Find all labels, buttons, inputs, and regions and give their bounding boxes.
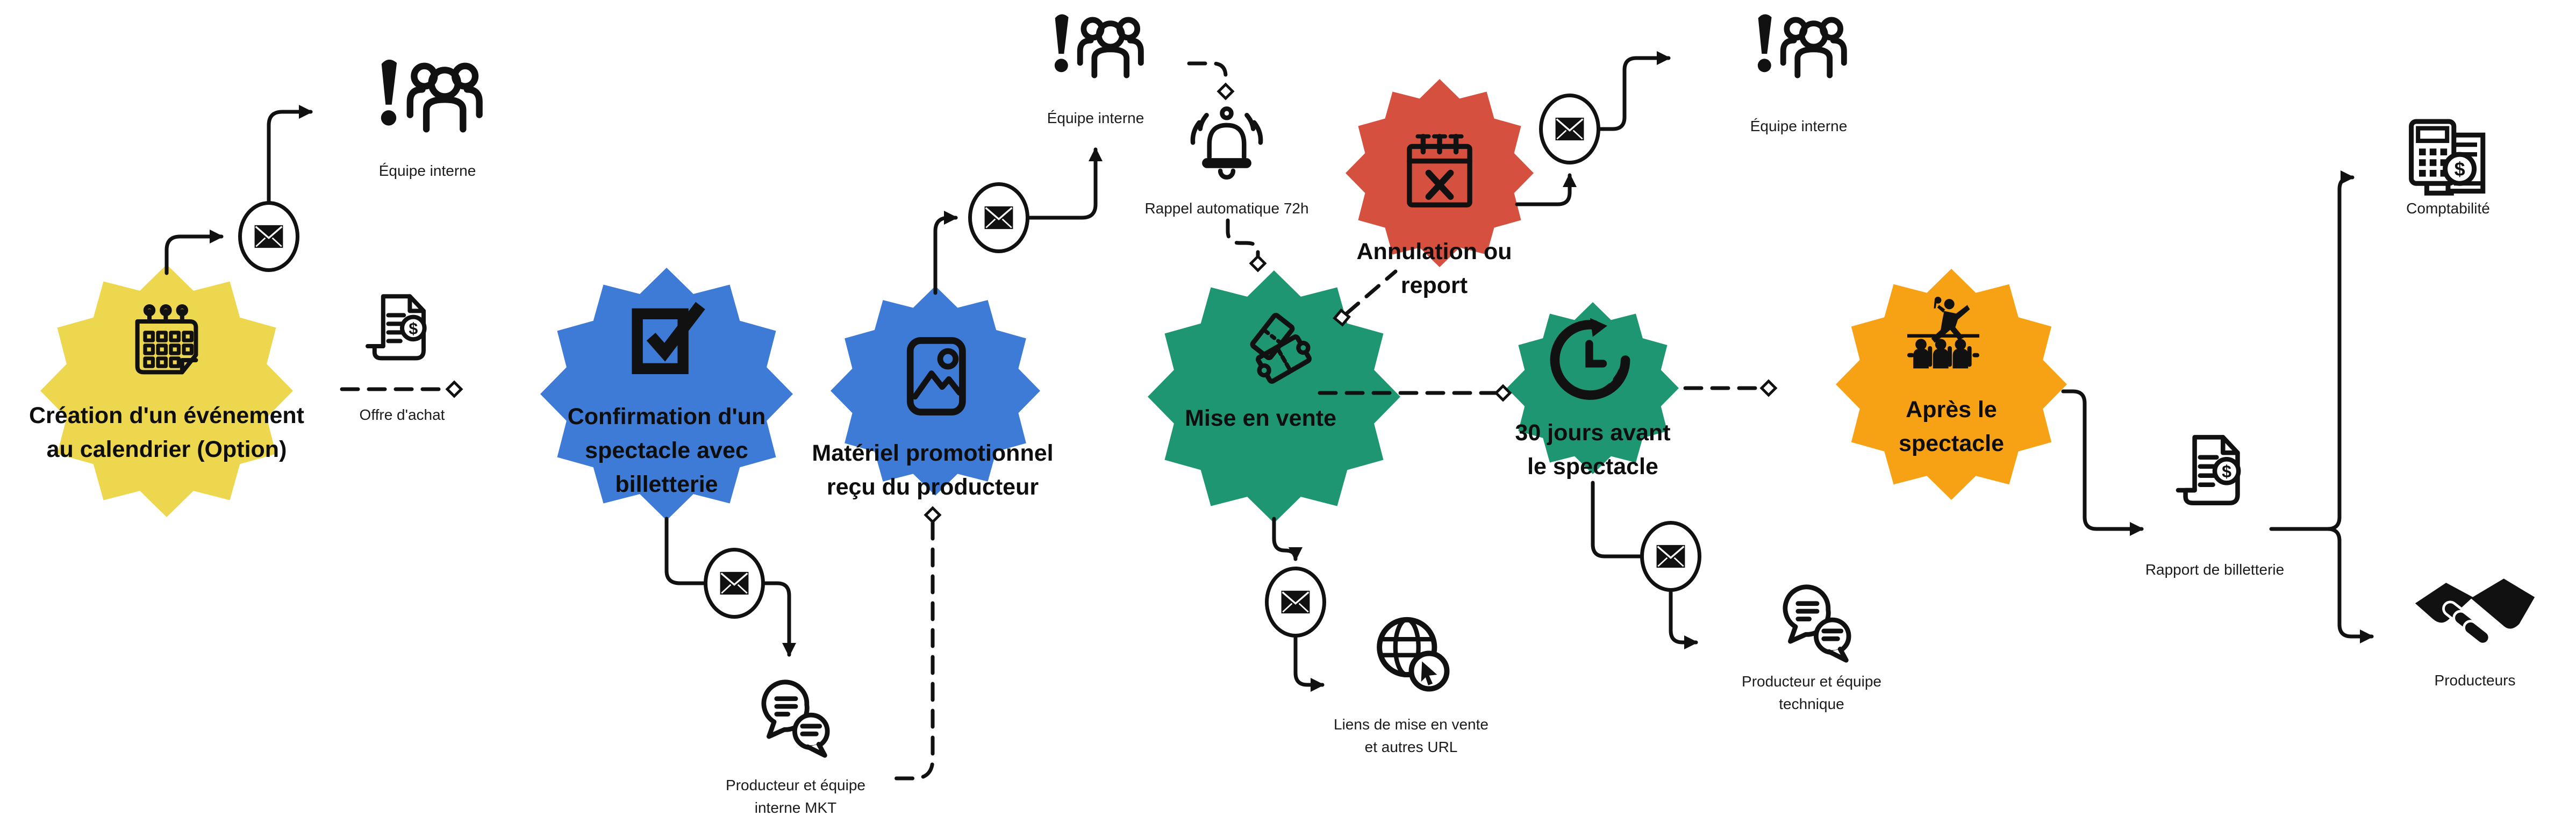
connector-annulation-callout	[1344, 269, 1398, 316]
handshake-icon	[2413, 576, 2537, 654]
label-equipe-interne-3: Équipe interne	[1750, 118, 1848, 134]
connector-rappel-vente	[1226, 218, 1260, 258]
chat-bubbles-icon	[1774, 579, 1860, 663]
promo-image-icon	[887, 328, 984, 425]
checkbox-icon	[621, 292, 712, 383]
email-badge	[238, 201, 299, 272]
label-rappel-automatique: Rappel automatique 72h	[1144, 200, 1309, 217]
diamond-end	[1494, 384, 1512, 402]
square-end	[1333, 308, 1351, 327]
connector-annulation-email	[1515, 173, 1577, 206]
concert-icon	[1900, 293, 1986, 374]
node-annulation	[1346, 79, 1534, 267]
tickets-icon	[1242, 309, 1322, 390]
label-producteurs: Producteurs	[2434, 672, 2516, 689]
svg-text:$: $	[2455, 158, 2465, 180]
connector-confirmation-email	[664, 517, 706, 585]
bell-icon	[1181, 101, 1272, 192]
email-badge	[1539, 94, 1600, 164]
label-equipe-interne-2: Équipe interne	[1047, 110, 1144, 126]
purchase-offer-icon: $	[359, 286, 445, 372]
connector-email-mkt	[763, 581, 796, 657]
label-equipe-interne-1: Équipe interne	[378, 162, 476, 179]
diamond-end	[1249, 254, 1267, 273]
connector-rapport-comptabilite	[2269, 170, 2355, 531]
label-comptabilite: Comptabilité	[2406, 200, 2490, 217]
alert-team-icon	[371, 54, 484, 151]
label-offre-achat: Offre d'achat	[359, 406, 445, 423]
web-links-icon	[1367, 609, 1456, 698]
connector-materiel-email	[933, 211, 958, 295]
calendar-x-icon	[1394, 126, 1485, 218]
node-label-mise-en-vente: Mise en vente	[1185, 405, 1336, 431]
billing-report-icon: $	[2169, 426, 2260, 518]
calendar-icon	[124, 300, 210, 386]
email-badge	[1265, 567, 1326, 638]
connector-rappel-top	[1187, 61, 1228, 86]
alert-team-icon	[1749, 9, 1848, 94]
svg-text:$: $	[409, 320, 418, 338]
clock-countdown-icon	[1547, 317, 1633, 403]
connector-vente-email	[1272, 517, 1303, 561]
connector-email-liens	[1293, 635, 1325, 692]
connector-materiel-mkt	[884, 520, 935, 781]
chat-bubbles-icon	[753, 675, 839, 758]
connector-email-equipe2	[1027, 147, 1103, 220]
diamond-end	[1759, 379, 1778, 397]
connector-email-technique	[1669, 590, 1698, 649]
node-materiel	[831, 286, 1040, 496]
email-badge	[1640, 521, 1701, 592]
diamond-end	[924, 506, 942, 524]
connector-trente-email	[1591, 481, 1643, 559]
connector-email-equipe3	[1598, 51, 1671, 131]
accounting-icon: $	[2400, 112, 2496, 209]
alert-team-icon	[1046, 9, 1145, 94]
diamond-end	[1217, 82, 1235, 101]
svg-text:$: $	[2222, 462, 2231, 481]
connector-email-equipe1	[267, 105, 313, 204]
connector-rapport-producteurs	[2325, 527, 2374, 643]
diamond-end	[445, 380, 463, 398]
node-mise-en-vente	[1148, 270, 1400, 523]
connector-apres-rapport	[2061, 389, 2144, 536]
connector-creation-email	[164, 230, 224, 275]
email-badge	[704, 548, 765, 619]
email-badge	[968, 182, 1029, 253]
label-rapport-billetterie: Rapport de billetterie	[2145, 561, 2285, 578]
